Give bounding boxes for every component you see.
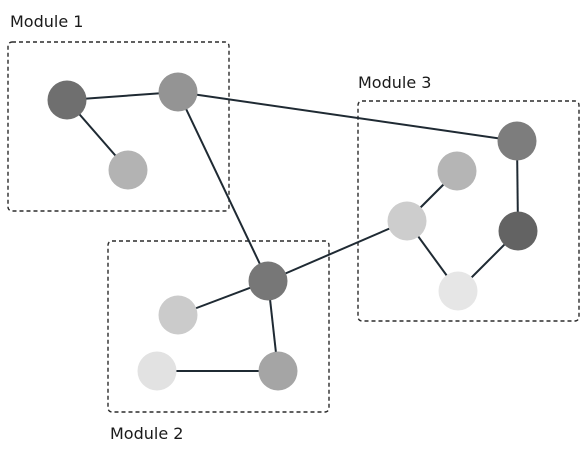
node-n11 xyxy=(498,211,538,251)
module-3-box xyxy=(357,100,580,322)
node-n5 xyxy=(158,295,198,335)
node-n3 xyxy=(108,150,148,190)
node-n12 xyxy=(438,271,478,311)
edge-n2-n8 xyxy=(177,91,518,142)
edge-n4-n10 xyxy=(267,220,408,282)
module-1-label: Module 1 xyxy=(10,12,84,31)
module-2-box xyxy=(107,240,330,413)
node-n9 xyxy=(437,151,477,191)
node-n8 xyxy=(497,121,537,161)
node-n6 xyxy=(137,351,177,391)
edge-n2-n4 xyxy=(177,91,269,282)
node-n2 xyxy=(158,72,198,112)
module-3-label: Module 3 xyxy=(358,73,432,92)
node-n1 xyxy=(47,80,87,120)
node-n4 xyxy=(248,261,288,301)
module-2-label: Module 2 xyxy=(110,424,184,443)
node-n7 xyxy=(258,351,298,391)
node-n10 xyxy=(387,201,427,241)
module-1-box xyxy=(7,41,230,212)
